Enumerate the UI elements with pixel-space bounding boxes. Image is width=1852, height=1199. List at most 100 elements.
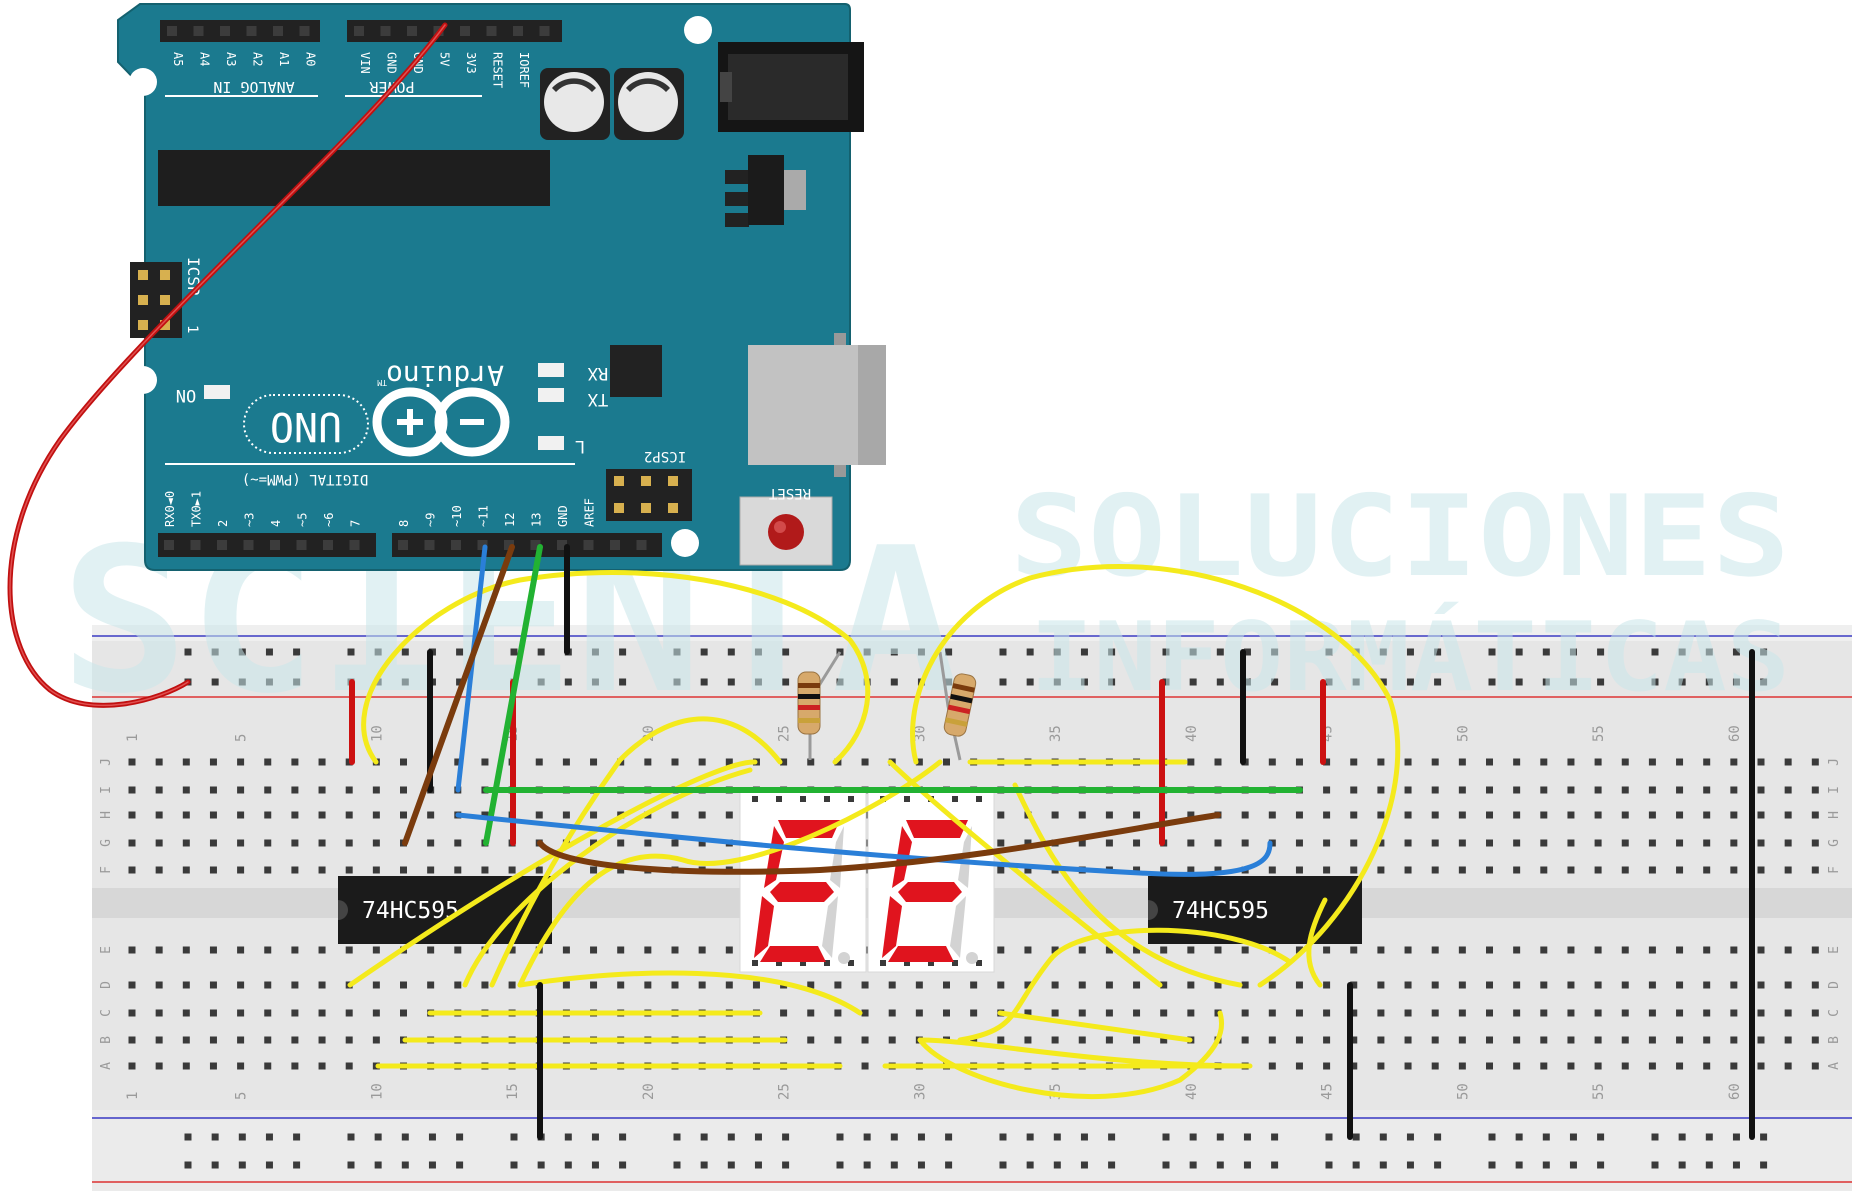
hole xyxy=(671,839,679,847)
hole xyxy=(1051,1009,1059,1017)
rail-hole xyxy=(999,1161,1007,1169)
rail-hole xyxy=(510,648,518,656)
rail-hole xyxy=(1678,1133,1686,1141)
hole xyxy=(1540,1036,1548,1044)
rail-hole xyxy=(727,1133,735,1141)
rail-hole xyxy=(1569,1161,1577,1169)
hole xyxy=(1784,758,1792,766)
rail-hole xyxy=(1597,1133,1605,1141)
hole xyxy=(1323,1062,1331,1070)
rail-hole xyxy=(700,678,708,686)
hole xyxy=(155,1009,163,1017)
hole xyxy=(1540,839,1548,847)
hole xyxy=(888,1036,896,1044)
rail-hole xyxy=(265,648,273,656)
hole xyxy=(590,811,598,819)
hole xyxy=(291,981,299,989)
header-pin xyxy=(296,540,307,550)
rail-hole xyxy=(836,1161,844,1169)
hole xyxy=(1350,758,1358,766)
rail-hole xyxy=(863,1133,871,1141)
rail-hole xyxy=(1705,678,1713,686)
hole xyxy=(1268,1009,1276,1017)
clock-wire xyxy=(402,544,515,846)
hole xyxy=(128,866,136,874)
hole xyxy=(1350,946,1358,954)
rail-hole xyxy=(1080,648,1088,656)
hole xyxy=(671,981,679,989)
hole xyxy=(1567,1062,1575,1070)
hole xyxy=(1051,981,1059,989)
hole xyxy=(1757,811,1765,819)
hole xyxy=(427,811,435,819)
hole xyxy=(562,981,570,989)
rail-hole xyxy=(1189,648,1197,656)
header-pin xyxy=(610,540,620,550)
rail-hole xyxy=(1080,1133,1088,1141)
segment xyxy=(778,820,840,838)
rail-hole xyxy=(1515,678,1523,686)
power-pin-label: 5V xyxy=(438,52,452,66)
column-number: 40 xyxy=(1184,725,1200,742)
hole xyxy=(1703,1062,1711,1070)
column-number: 60 xyxy=(1727,1083,1743,1100)
rail-hole xyxy=(1325,648,1333,656)
hole xyxy=(1594,1062,1602,1070)
hole xyxy=(1730,839,1738,847)
hole xyxy=(1486,946,1493,954)
hole xyxy=(155,1062,163,1070)
rail-hole xyxy=(510,1161,518,1169)
hole xyxy=(264,1062,272,1070)
signal-wire xyxy=(489,716,783,988)
rail-hole xyxy=(1406,1161,1414,1169)
hole xyxy=(1513,1062,1521,1070)
hole xyxy=(1811,839,1819,847)
rail-hole xyxy=(1216,648,1224,656)
hole xyxy=(997,981,1005,989)
rail-hole xyxy=(456,1161,464,1169)
rail-hole xyxy=(1732,648,1740,656)
hole xyxy=(1703,981,1711,989)
hole xyxy=(1811,786,1819,794)
hole xyxy=(590,866,598,874)
rail-hole xyxy=(1162,648,1170,656)
rail-hole xyxy=(374,1133,382,1141)
hole xyxy=(345,1009,353,1017)
hole xyxy=(1567,981,1575,989)
hole xyxy=(1703,839,1711,847)
header-pin xyxy=(477,540,488,550)
signal-wire xyxy=(517,970,863,1016)
rail-hole xyxy=(917,1133,925,1141)
hole xyxy=(155,811,163,819)
hole xyxy=(1540,758,1548,766)
icsp-pin1-label: 1 xyxy=(184,325,200,333)
microcontroller-chip xyxy=(158,150,550,206)
rail-hole xyxy=(782,1133,790,1141)
rail-hole xyxy=(564,1161,572,1169)
hole xyxy=(1458,981,1466,989)
hole xyxy=(1024,1009,1032,1017)
hole xyxy=(1594,1036,1602,1044)
hole xyxy=(481,811,489,819)
rail-hole xyxy=(401,1133,409,1141)
hole xyxy=(155,758,163,766)
hole xyxy=(997,866,1005,874)
hole xyxy=(237,811,245,819)
rail-hole xyxy=(754,1161,762,1169)
reset-button[interactable] xyxy=(739,496,833,566)
hole xyxy=(1540,1009,1548,1017)
rail-hole xyxy=(945,1133,953,1141)
hole xyxy=(1458,786,1466,794)
hole xyxy=(1133,1009,1141,1017)
rail-hole xyxy=(1080,1161,1088,1169)
row-letter: G xyxy=(1827,839,1842,847)
column-number: 20 xyxy=(641,1083,657,1100)
hole xyxy=(1404,1009,1412,1017)
hole xyxy=(209,866,217,874)
hole xyxy=(1676,1036,1684,1044)
rail-hole xyxy=(727,648,735,656)
hole xyxy=(1187,981,1195,989)
segment xyxy=(830,826,844,888)
hole xyxy=(1567,811,1575,819)
reset-label: RESET xyxy=(768,485,811,501)
